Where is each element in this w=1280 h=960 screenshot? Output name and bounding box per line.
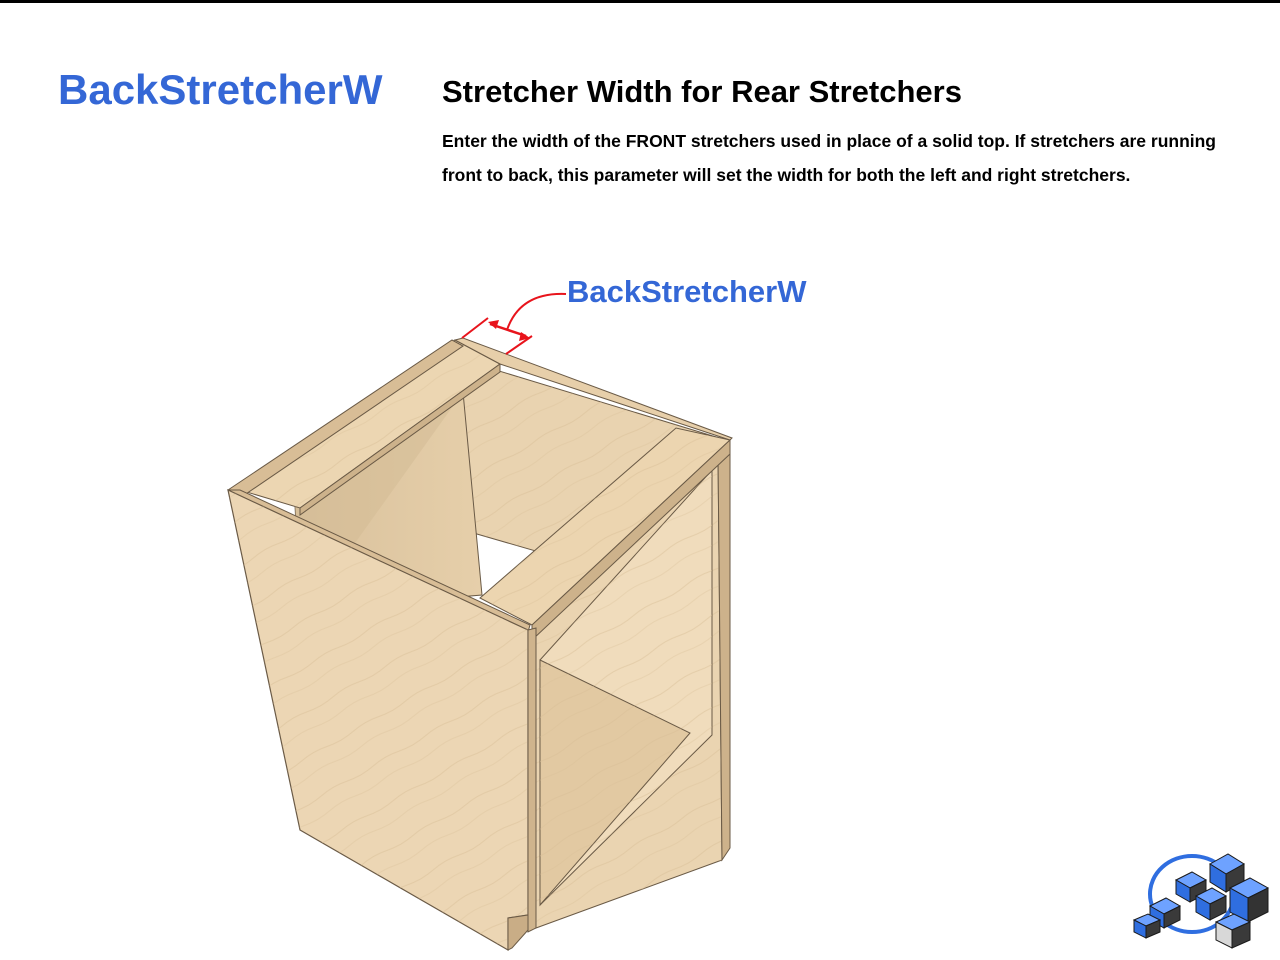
arrowhead-left xyxy=(488,320,499,329)
leader-line xyxy=(506,292,567,331)
description: Enter the width of the FRONT stretchers … xyxy=(442,124,1272,192)
description-line-2: front to back, this parameter will set t… xyxy=(442,165,1131,185)
toe-kick xyxy=(507,914,529,951)
dimension-callout-label: BackStretcherW xyxy=(567,274,807,309)
parameter-name: BackStretcherW xyxy=(58,66,383,113)
dimension-extension-left xyxy=(461,317,489,339)
arrowhead-right xyxy=(519,332,530,341)
page-title: Stretcher Width for Rear Stretchers xyxy=(442,74,962,109)
dimension-extension-right xyxy=(505,335,533,355)
top-rule xyxy=(0,0,1280,3)
cube-logo-icon xyxy=(1132,853,1270,949)
description-line-1: Enter the width of the FRONT stretchers … xyxy=(442,131,1216,151)
dimension-indicator xyxy=(461,292,567,355)
